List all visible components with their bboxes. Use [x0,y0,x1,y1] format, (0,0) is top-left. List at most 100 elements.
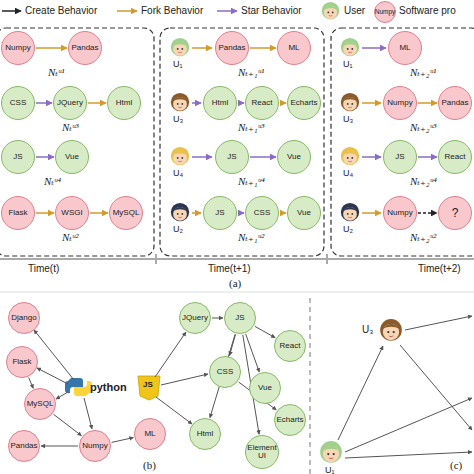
time-panel [160,28,324,256]
legend-text: Create Behavior [25,5,97,16]
node-text: Django [11,314,36,322]
user-arrow [192,156,212,158]
behavior-arrow [41,446,78,447]
text-label: U₄ [343,169,353,179]
product-node: React [274,330,306,362]
product-node: Numpy [383,196,417,230]
text-label: (a) [229,277,241,289]
user-arrow [362,47,386,49]
node-text: ML [399,44,410,52]
node-text: React [280,342,301,350]
product-node: ? [438,196,472,230]
behavior-arrow [238,212,244,214]
behavior-arrow [250,47,276,49]
node-text: Flask [8,209,27,217]
behavior-arrow [250,156,276,158]
behavior-arrow [36,156,54,158]
legend-avatar [322,2,340,20]
text-label: U₃ [173,115,183,125]
text-label: Nₜᵘ¹ [48,66,65,78]
user-link [400,345,472,430]
product-node: CSS [245,196,279,230]
node-text: Html [212,99,228,107]
user-avatar [171,38,189,56]
product-node: MySQL [109,196,143,230]
node-text: MySQL [113,209,140,217]
node-text: Numpy [387,209,412,217]
text-label: (c) [450,459,462,471]
product-node: Html [203,86,237,120]
logo-link [37,368,68,384]
node-text: Html [116,99,132,107]
node-text: JQuery [57,99,83,107]
product-node: Vue [277,140,311,174]
behavior-arrow [280,212,286,214]
text-label: Nₜ₊₂ᵘ¹ [410,66,436,78]
node-text: Echarts [290,99,317,107]
text-label: U₂ [173,225,183,235]
product-node: JS [203,196,237,230]
behavior-arrow [246,334,260,372]
product-node: Flask [6,346,38,378]
node-text: Numpy [5,44,30,52]
time-axis [0,258,474,260]
user-avatar [380,319,402,341]
text-label: U₃ [343,115,353,125]
node-text: Vue [65,153,79,161]
node-text: ML [144,430,155,438]
node-text: Numpy [387,99,412,107]
behavior-arrow [230,334,236,355]
text-label: JS [143,381,153,390]
node-text: JS [215,209,224,217]
legend-text: Fork Behavior [141,5,203,16]
user-arrow [362,156,381,158]
product-node: Django [8,302,40,334]
node-text: Pandas [218,44,245,52]
user-avatar [171,93,189,111]
logo-link [156,397,192,424]
text-label: python [90,381,127,393]
node-text: Vue [287,153,301,161]
legend-product-circle: Numpy [374,1,396,23]
text-label: Nₜ₊₁ᵘ² [238,231,264,243]
product-node: Vue [55,140,89,174]
logo-link [155,332,186,377]
node-text: ? [452,207,459,219]
product-node: JQuery [179,302,211,334]
node-text: JS [395,153,404,161]
legend-arrow [2,10,21,12]
node-text: Html [197,430,213,438]
text-label: U₁ [173,60,183,70]
logo-link [84,398,92,429]
legend-text: Software pro [399,5,456,16]
legend-arrow [217,10,237,12]
behavior-arrow [280,102,286,104]
node-text: WSGI [61,209,82,217]
behavior-arrow [88,102,106,104]
user-link [405,316,472,330]
node-text: MySQL [27,400,54,408]
behavior-arrow [418,156,437,158]
behavior-arrow [212,318,223,319]
text-label: Nₜ₊₁ᵘ¹ [238,66,264,78]
legend-arrow [117,10,137,12]
product-node: Pandas [8,430,40,462]
user-arrow [192,102,201,104]
legend-text: User [344,5,365,16]
text-label: Nₜ₊₁ᵘ³ [238,121,264,133]
product-node: Pandas [438,86,472,120]
logo-link [56,392,68,399]
product-node: Pandas [68,31,102,65]
node-text: React [445,153,466,161]
product-node: MySQL [24,388,56,420]
user-avatar [341,147,359,165]
text-label: U₁ [325,466,335,474]
product-node: Numpy [79,430,111,462]
product-node: Flask [1,196,35,230]
text-label: Nₜᵘ⁴ [44,175,61,187]
axis-tick [326,254,328,264]
node-text: JS [227,153,236,161]
product-node: Echarts [287,86,321,120]
product-node: JS [215,140,249,174]
text-label: Time(t+1) [208,263,251,274]
